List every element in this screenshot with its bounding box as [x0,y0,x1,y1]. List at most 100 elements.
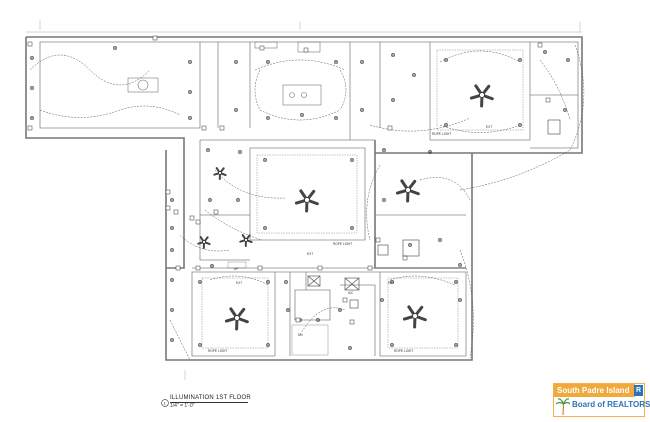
recessed-light-center [361,109,363,111]
recessed-light-icon [284,280,288,284]
recessed-light-center [459,264,461,266]
title-underline [170,402,248,403]
recessed-light-center [429,151,431,153]
label-rope-light-1: ROPE LIGHT [432,132,451,136]
recessed-light-icon [454,280,458,284]
recessed-light-center [239,151,241,153]
recessed-light-center [392,99,394,101]
recessed-light-icon [266,60,270,64]
recessed-light-center [339,309,341,311]
dimension-marks [26,20,582,380]
recessed-light-center [439,239,441,241]
switch-icon [195,265,201,271]
switch-icon [257,265,263,271]
recessed-light-icon [566,58,570,62]
recessed-light-center [264,159,266,161]
switch-icon [349,319,355,325]
recessed-light-icon [316,318,320,322]
recessed-light-center [114,47,116,49]
recessed-light-icon [113,46,117,50]
realtors-logo: South Padre Island R Board of REALTORS [553,383,650,417]
switch-icon [195,219,201,225]
switch-icon [295,317,301,323]
recessed-light-icon [382,148,386,152]
recessed-light-icon [170,248,174,252]
recessed-light-icon [30,56,34,60]
recessed-light-center [171,339,173,341]
switch-icon [175,265,181,271]
recessed-light-icon [412,73,416,77]
recessed-light-center [445,124,447,126]
recessed-light-center [235,109,237,111]
recessed-light-center [317,319,319,321]
switch-icon [213,209,219,215]
recessed-lights [30,46,570,350]
recessed-light-center [383,199,385,201]
recessed-light-icon [300,113,304,117]
switch-icon [303,47,309,53]
recessed-light-center [207,149,209,151]
switch-icon [545,97,551,103]
recessed-light-center [301,114,303,116]
ceiling-fans [197,84,494,331]
recessed-light-icon [170,278,174,282]
recessed-light-center [413,74,415,76]
recessed-light-center [287,309,289,311]
recessed-light-center [459,299,461,301]
recessed-light-icon [188,90,192,94]
label-up: UP [234,267,238,271]
recessed-light-icon [428,150,432,154]
label-ext-1: EXT [486,125,492,129]
switch-icon [402,255,408,261]
recessed-light-icon [234,108,238,112]
wiring-circuits [29,44,585,361]
recessed-light-center [392,54,394,56]
recessed-light-icon [350,226,354,230]
recessed-light-icon [391,98,395,102]
recessed-light-center [349,347,351,349]
switch-icon [173,209,179,215]
recessed-light-center [189,91,191,93]
recessed-light-icon [391,53,395,57]
recessed-light-center [189,117,191,119]
logo-bottom-text: Board of REALTORS [572,400,650,409]
drawing-number-circle: 1 [161,394,169,412]
switch-icon [27,41,33,47]
recessed-light-center [267,344,269,346]
ac-symbol [307,119,561,309]
ceiling-fan-icon [395,179,420,203]
recessed-light-icon [543,50,547,54]
recessed-light-icon [390,280,394,284]
ceiling-fan-icon [239,234,253,247]
recessed-light-center [383,149,385,151]
recessed-light-center [455,281,457,283]
recessed-light-center [267,117,269,119]
switch-icon [367,265,373,271]
ceiling-fan-icon [213,167,227,180]
recessed-light-center [361,61,363,63]
recessed-light-icon [334,116,338,120]
switch-icon [317,265,323,271]
switch-icon [152,35,158,41]
recessed-light-center [189,61,191,63]
recessed-light-icon [286,308,290,312]
switch-icon [165,189,171,195]
recessed-light-icon [170,308,174,312]
recessed-light-icon [236,198,240,202]
label-ext-2: EXT [307,252,313,256]
label-ac: A/C [348,291,354,295]
recessed-light-icon [360,108,364,112]
ceiling-fan-icon [224,307,249,331]
palm-tree-icon [556,398,570,415]
recessed-light-icon [210,264,214,268]
recessed-light-center [455,344,457,346]
recessed-light-center [285,281,287,283]
label-dn: DN [298,333,303,337]
label-rope-light-4: ROPE LIGHT [394,349,413,353]
switch-icon [165,205,171,211]
recessed-light-icon [206,148,210,152]
ceiling-fan-icon [294,189,319,213]
switch-icon [259,45,265,51]
recessed-light-icon [263,158,267,162]
